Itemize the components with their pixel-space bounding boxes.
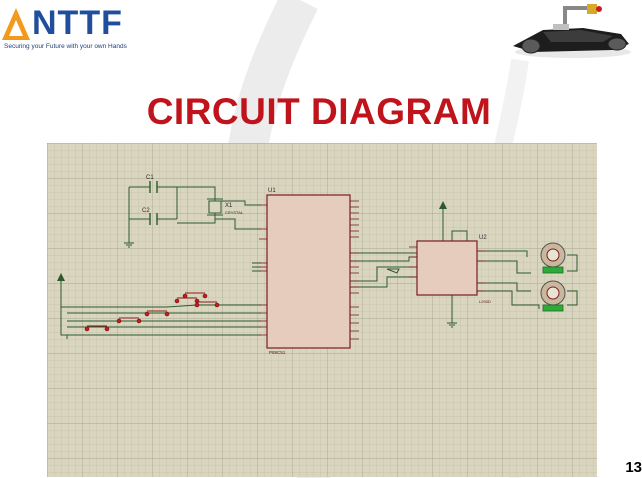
circuit-schematic: C1 C2 X1 CRYSTAL bbox=[47, 143, 597, 477]
driver-label: U2 bbox=[479, 235, 487, 241]
driver-part: L293D bbox=[479, 299, 491, 304]
slide-title: CIRCUIT DIAGRAM bbox=[146, 91, 492, 132]
microcontroller-label: U1 bbox=[268, 188, 276, 194]
logo-text: NTTF bbox=[32, 4, 123, 42]
push-buttons bbox=[84, 292, 220, 332]
power-arrow-icon bbox=[439, 201, 447, 209]
logo-triangle-icon bbox=[2, 8, 30, 40]
motor-1 bbox=[540, 242, 566, 274]
motor-driver-u2 bbox=[409, 240, 485, 296]
motor-2 bbox=[540, 280, 566, 312]
logo-tagline: Securing your Future with your own Hands bbox=[4, 43, 127, 50]
crystal-label: X1 bbox=[225, 203, 233, 209]
capacitor-c2-label: C2 bbox=[142, 208, 150, 214]
robot-image bbox=[513, 4, 631, 58]
page-number: 13 bbox=[625, 459, 642, 476]
nttf-logo: NTTF Securing your Future with your own … bbox=[2, 4, 132, 52]
capacitor-c1-label: C1 bbox=[146, 175, 154, 181]
power-arrow-icon bbox=[57, 273, 65, 281]
microcontroller-u1 bbox=[259, 194, 359, 349]
crystal-symbol bbox=[208, 200, 222, 214]
microcontroller-part: P89C51 bbox=[269, 350, 286, 355]
crystal-value: CRYSTAL bbox=[225, 210, 244, 215]
